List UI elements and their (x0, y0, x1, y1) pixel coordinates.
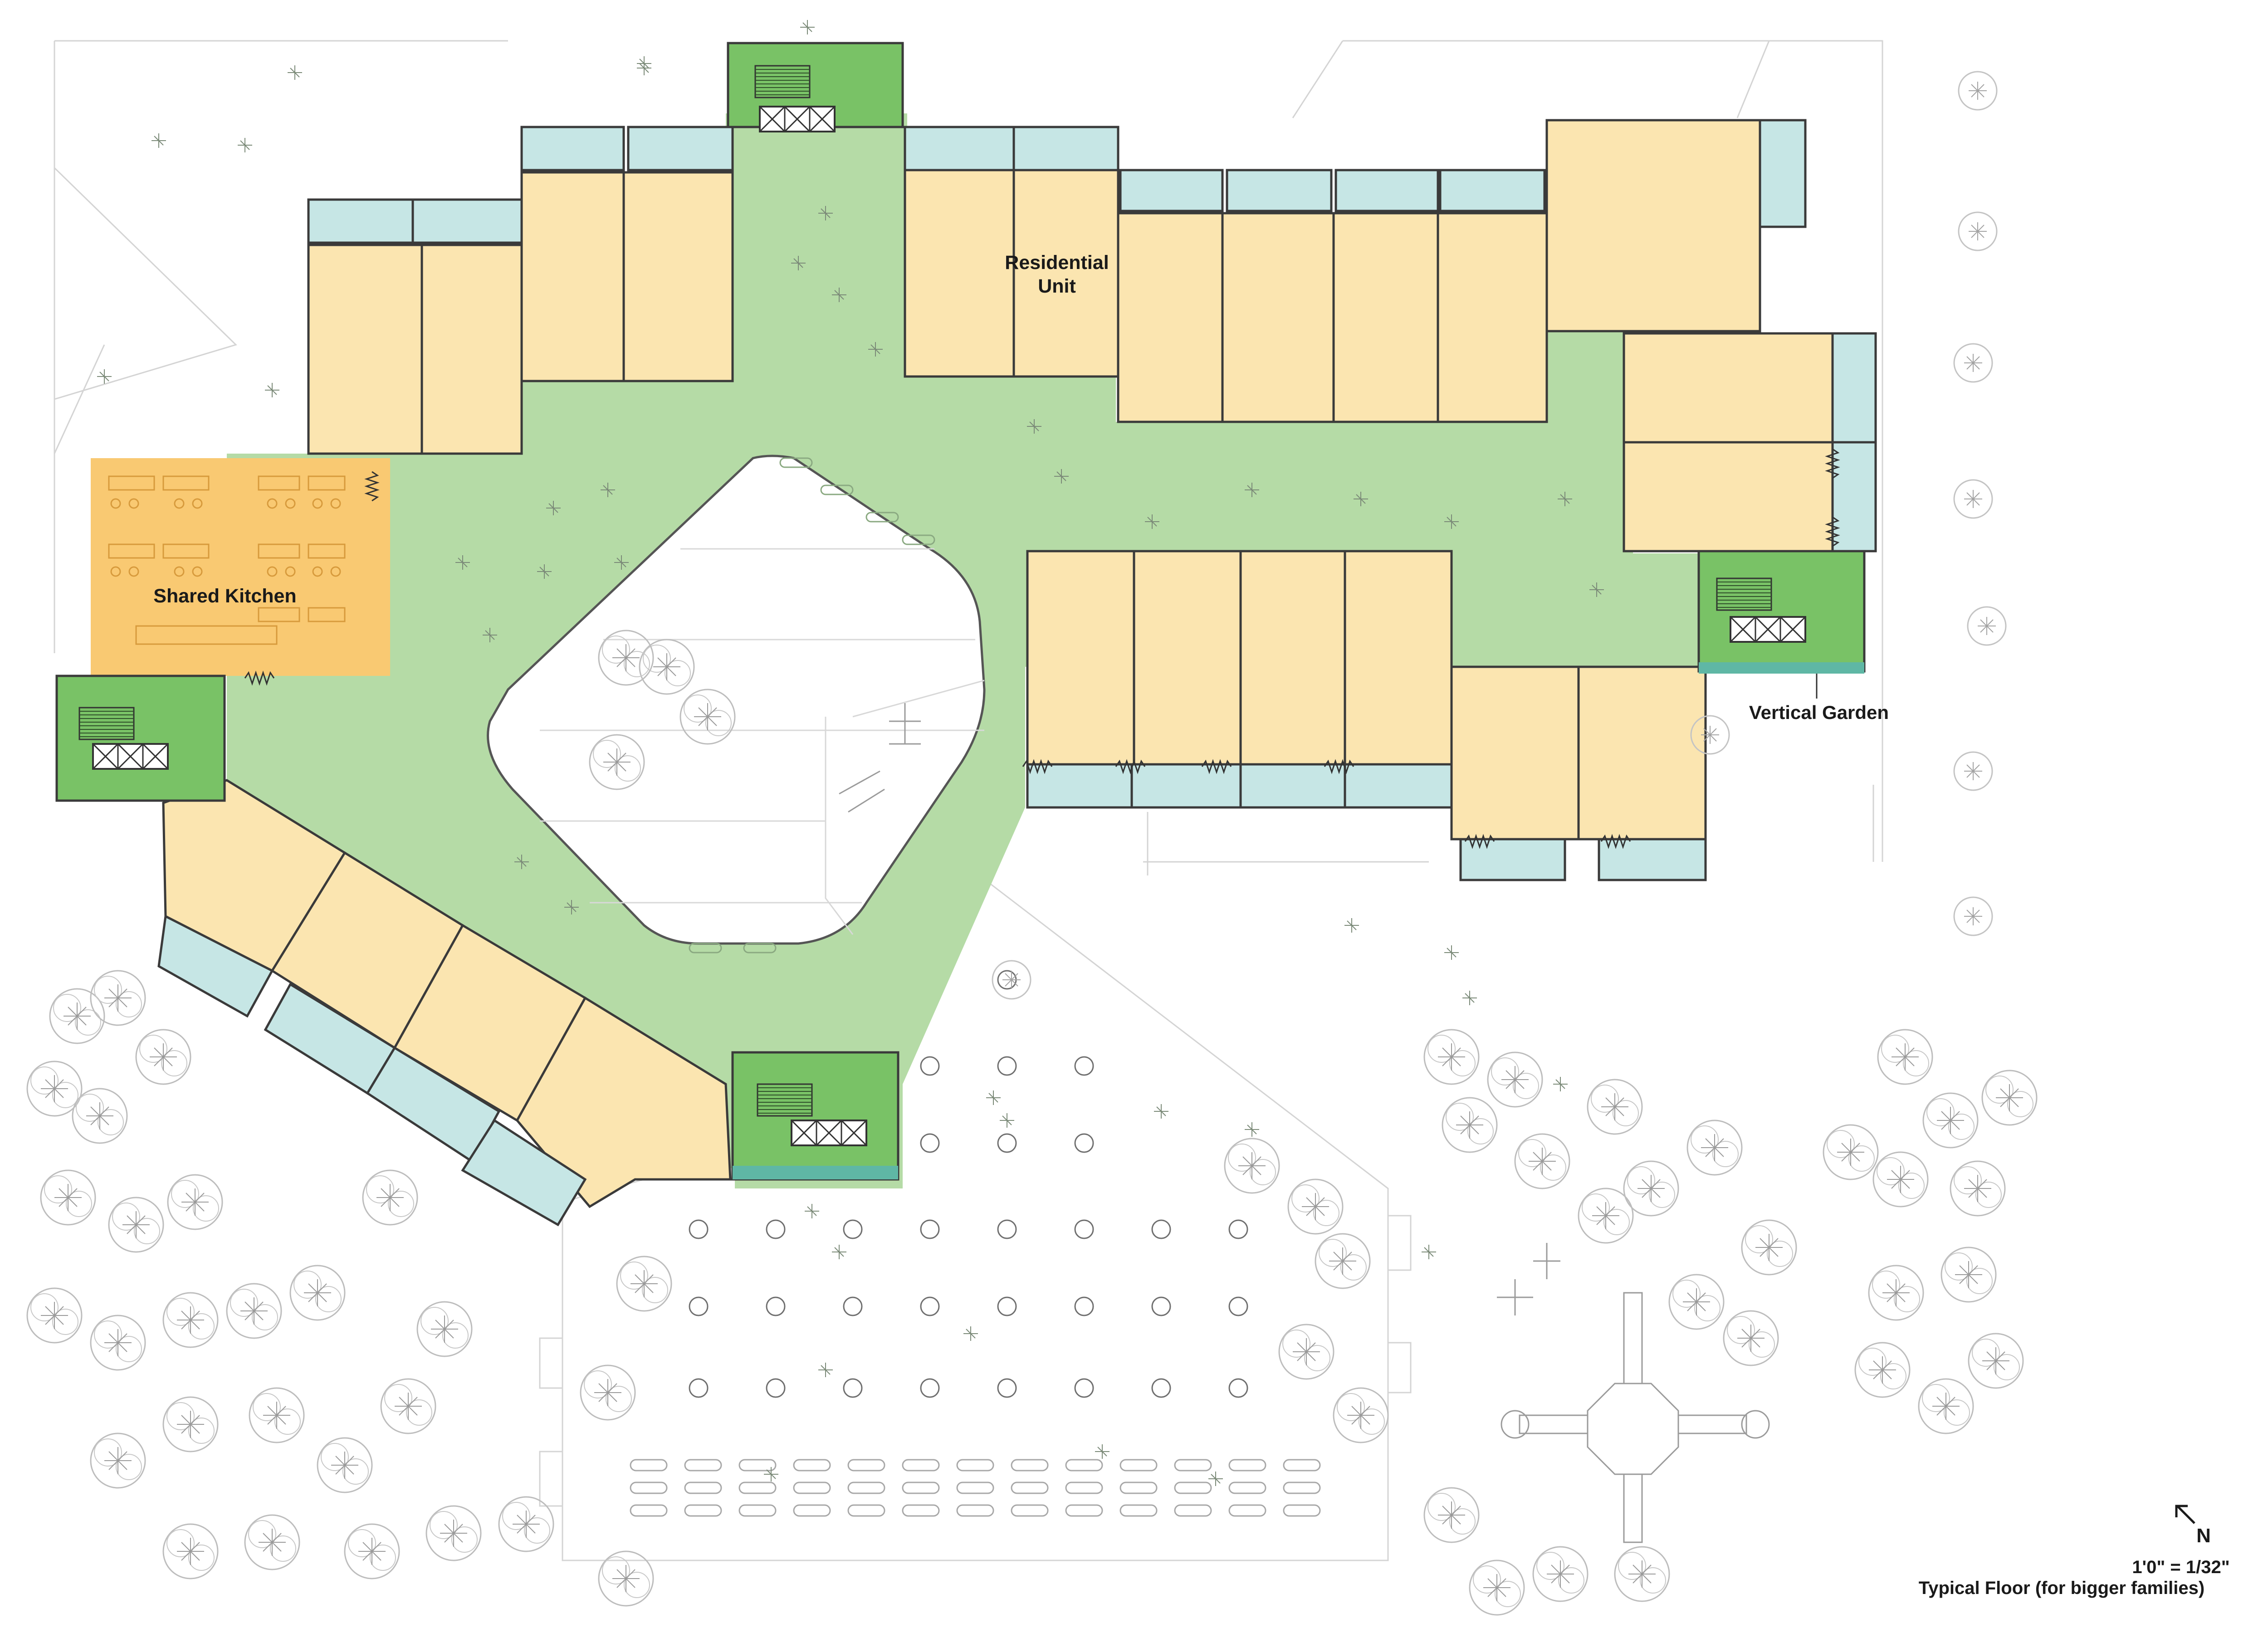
units-north-east (904, 119, 1877, 552)
legend: N 1'0" = 1/32" Typical Floor (for bigger… (1919, 1505, 2230, 1598)
drawing-caption: Typical Floor (for bigger families) (1919, 1578, 2204, 1598)
plaza-bench-rows (630, 1459, 1321, 1517)
units-north-west (307, 126, 734, 455)
play-structure-icon (839, 703, 1770, 1543)
shared-kitchen-label: Shared Kitchen (153, 585, 296, 607)
core-north (727, 42, 904, 132)
core-south (731, 1051, 899, 1181)
courtyard-furniture (689, 457, 935, 953)
residential-unit-label-line1: Residential (1005, 252, 1109, 274)
vertical-garden-label: Vertical Garden (1749, 702, 1889, 723)
units-south-west (157, 779, 732, 1227)
units-east-south (1026, 550, 1707, 881)
north-arrow-icon: N (2175, 1505, 2211, 1547)
core-west (55, 675, 226, 802)
north-letter: N (2196, 1525, 2211, 1547)
residential-unit-label-line2: Unit (1038, 275, 1076, 297)
shared-kitchen-room (91, 458, 390, 676)
plan-labels: Residential Unit Shared Kitchen Vertical… (153, 252, 1889, 723)
scale-label: 1'0" = 1/32" (2132, 1557, 2229, 1577)
core-east (1697, 550, 1866, 674)
courtyard-sketch (540, 548, 985, 935)
